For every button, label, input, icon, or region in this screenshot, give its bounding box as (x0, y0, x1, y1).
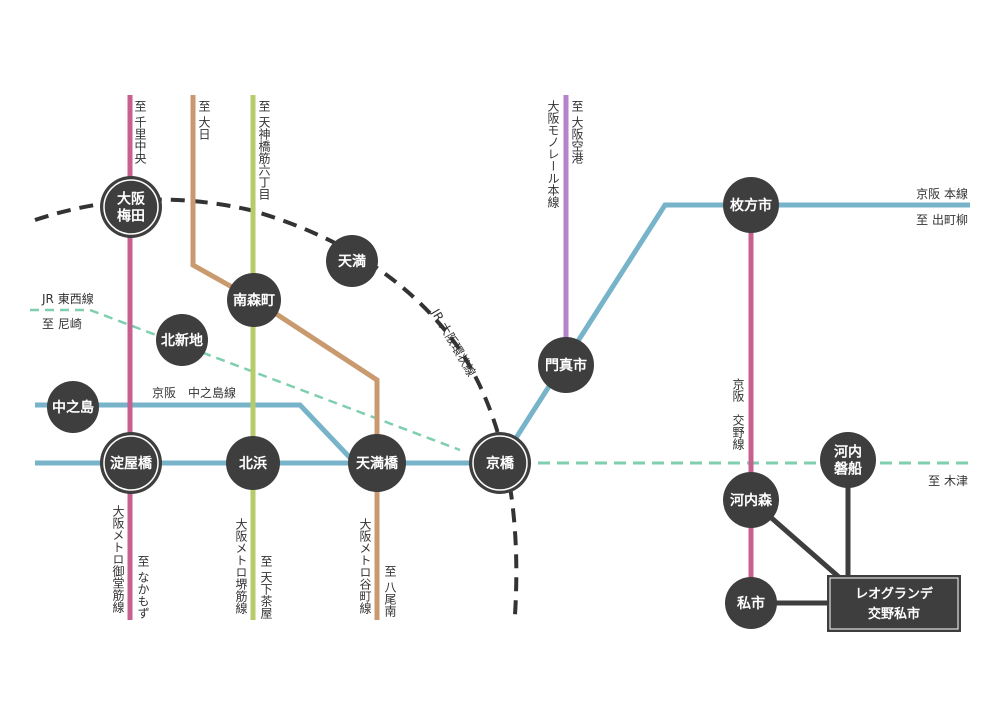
nakanoshima-line-label: 京阪 中之島線 (152, 385, 236, 400)
tanimachi-line (190, 95, 380, 620)
jr-tozai-dest: 至 尼崎 (42, 317, 82, 331)
station-label-minamimorimachi: 南森町 (233, 292, 275, 309)
sakaisuji-bottom-name: 大阪メトロ堺筋線 (234, 518, 248, 614)
station-label-kyobashi: 京橋 (486, 455, 515, 472)
tanimachi-bottom-dest: 至 八尾南 (383, 565, 397, 617)
station-minamimorimachi: 南森町 (227, 273, 281, 327)
sakaisuji-bottom-dest: 至 天下茶屋 (259, 555, 273, 619)
station-label-umeda: 大阪 (117, 191, 146, 208)
katano-line-label: 京阪 交野線 (731, 378, 745, 450)
destination-box: レオグランデ交野私市 (827, 575, 961, 632)
station-label-tenmabashi: 天満橋 (356, 455, 399, 472)
station-label-kitahama: 北浜 (239, 455, 267, 472)
tanimachi-top-label: 至 大日 (197, 100, 211, 140)
station-kitashinchi: 北新地 (156, 314, 208, 366)
station-label-kawachimori: 河内森 (730, 492, 773, 509)
jr-kanjo-label: JR 大阪環状線 (428, 305, 479, 379)
jr-tozai-line (30, 308, 461, 452)
station-kyobashi: 京橋 (469, 432, 531, 494)
station-label-kitashinchi: 北新地 (161, 332, 203, 349)
station-kitahama: 北浜 (226, 436, 280, 490)
station-label-nakanoshima: 中之島 (52, 399, 94, 416)
station-label-kadomashi: 門真市 (545, 357, 587, 374)
station-label-kisaichi: 私市 (737, 595, 765, 612)
station-label-umeda: 梅田 (117, 208, 145, 225)
midosuji-top-label: 至 千里中央 (133, 100, 147, 164)
station-kadomashi: 門真市 (538, 337, 594, 393)
jr-tozai-east-dest: 至 木津 (928, 474, 968, 488)
station-label-hirakatashi: 枚方市 (730, 197, 772, 214)
station-hirakatashi: 枚方市 (723, 177, 779, 233)
destination-label: レオグランデ交野私市 (855, 586, 934, 622)
station-tenma: 天満 (326, 235, 378, 287)
station-kawachimori: 河内森 (723, 472, 779, 528)
jr-tozai-label: JR 東西線 (41, 291, 94, 306)
keihan-main-dest: 至 出町柳 (916, 213, 968, 227)
station-yodoyabashi: 淀屋橋 (100, 432, 162, 494)
station-nakanoshima: 中之島 (47, 381, 99, 433)
station-label-yodoyabashi: 淀屋橋 (110, 455, 153, 472)
midosuji-bottom-dest: 至 なかもず (136, 555, 150, 619)
monorail-dest-label: 至 大阪空港 (570, 100, 584, 164)
station-label-kawachiiwafune: 河内 (834, 444, 862, 461)
midosuji-bottom-name: 大阪メトロ御堂筋線 (111, 505, 125, 613)
monorail-name-label: 大阪モノレール本線 (546, 100, 560, 208)
station-label-kawachiiwafune: 磐船 (833, 461, 862, 478)
station-kisaichi: 私市 (725, 577, 777, 629)
sakaisuji-top-label: 至 天神橋筋六丁目 (257, 100, 271, 200)
station-tenmabashi: 天満橋 (348, 434, 406, 492)
keihan-main-label: 京阪 本線 (916, 186, 968, 201)
keihan-nakanoshima-line (35, 402, 357, 465)
tanimachi-bottom-name: 大阪メトロ谷町線 (358, 518, 372, 614)
station-label-tenma: 天満 (338, 253, 366, 270)
